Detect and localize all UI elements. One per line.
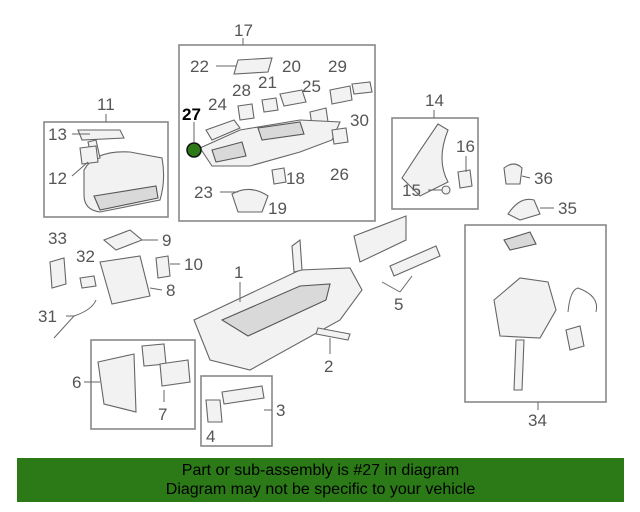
callout-17: 17 [234, 21, 253, 40]
part-4 [205, 399, 223, 423]
part-32 [79, 275, 97, 289]
callout-31: 31 [38, 307, 57, 326]
leader-12 [71, 161, 89, 177]
part-12 [79, 145, 99, 165]
callout-24: 24 [208, 95, 227, 114]
part-35 [507, 198, 541, 221]
part-14 [401, 123, 449, 197]
upper-console-panel [199, 119, 341, 167]
part-6 [97, 353, 137, 413]
callout-10: 10 [184, 255, 203, 274]
part-16 [457, 169, 473, 189]
armrest-part [83, 151, 165, 213]
callout-4: 4 [206, 427, 215, 446]
callout-27: 27 [182, 105, 201, 124]
part-29 [329, 85, 353, 105]
part-2 [315, 327, 351, 341]
info-banner: Part or sub-assembly is #27 in diagram D… [17, 458, 624, 502]
part-15 [441, 185, 451, 195]
part-8 [99, 255, 151, 305]
callout-30: 30 [350, 111, 369, 130]
callout-20: 20 [282, 57, 301, 76]
banner-line-2: Diagram may not be specific to your vehi… [165, 481, 476, 498]
callout-3: 3 [276, 401, 285, 420]
callout-28: 28 [232, 81, 251, 100]
leader-36 [521, 175, 531, 179]
callout-32: 32 [76, 247, 95, 266]
part-27-highlighted [186, 142, 202, 158]
callout-13: 13 [48, 125, 67, 144]
part-20 [279, 89, 307, 107]
part-5-grille [353, 215, 441, 277]
callout-29: 29 [328, 57, 347, 76]
part-21 [261, 97, 279, 113]
leader-5b [399, 275, 413, 293]
leader-8 [149, 287, 163, 291]
part-9 [102, 229, 144, 251]
part-30 [351, 81, 373, 95]
callout-15: 15 [402, 181, 421, 200]
callout-35: 35 [558, 199, 577, 218]
callout-23: 23 [194, 183, 213, 202]
cup-holder [231, 188, 269, 213]
callout-7: 7 [158, 405, 167, 424]
callout-26: 26 [330, 165, 349, 184]
callout-12: 12 [48, 169, 67, 188]
part-22 [233, 57, 273, 75]
part-28 [237, 103, 255, 121]
callout-11: 11 [97, 95, 115, 114]
group-box-14 [391, 117, 479, 210]
callout-18: 18 [286, 169, 305, 188]
part-10 [155, 255, 171, 279]
leader-5 [381, 281, 401, 293]
callout-6: 6 [72, 373, 81, 392]
part-7 [141, 343, 191, 387]
callout-22: 22 [190, 57, 209, 76]
callout-16: 16 [456, 137, 475, 156]
part-3 [221, 385, 265, 405]
group-box-3 [200, 375, 273, 447]
callout-2: 2 [324, 357, 333, 376]
callout-5: 5 [394, 295, 403, 314]
callout-1: 1 [234, 263, 243, 282]
part-36 [503, 163, 523, 185]
part-31 [53, 299, 97, 339]
callout-21: 21 [258, 73, 277, 92]
part-24 [205, 119, 241, 141]
part-26 [331, 127, 349, 145]
callout-33: 33 [48, 229, 67, 248]
callout-25: 25 [302, 77, 321, 96]
callout-19: 19 [268, 199, 287, 218]
group-box-34 [464, 224, 607, 403]
group-box-17 [178, 44, 376, 222]
part-1-console [193, 238, 363, 371]
callout-8: 8 [166, 281, 175, 300]
callout-36: 36 [534, 169, 553, 188]
callout-9: 9 [162, 231, 171, 250]
part-34 [493, 231, 598, 391]
banner-line-1: Part or sub-assembly is #27 in diagram [181, 462, 460, 479]
part-33 [49, 257, 67, 289]
callout-14: 14 [425, 91, 444, 110]
group-box-6 [90, 339, 196, 430]
part-18 [271, 167, 287, 185]
callout-34: 34 [528, 411, 547, 430]
